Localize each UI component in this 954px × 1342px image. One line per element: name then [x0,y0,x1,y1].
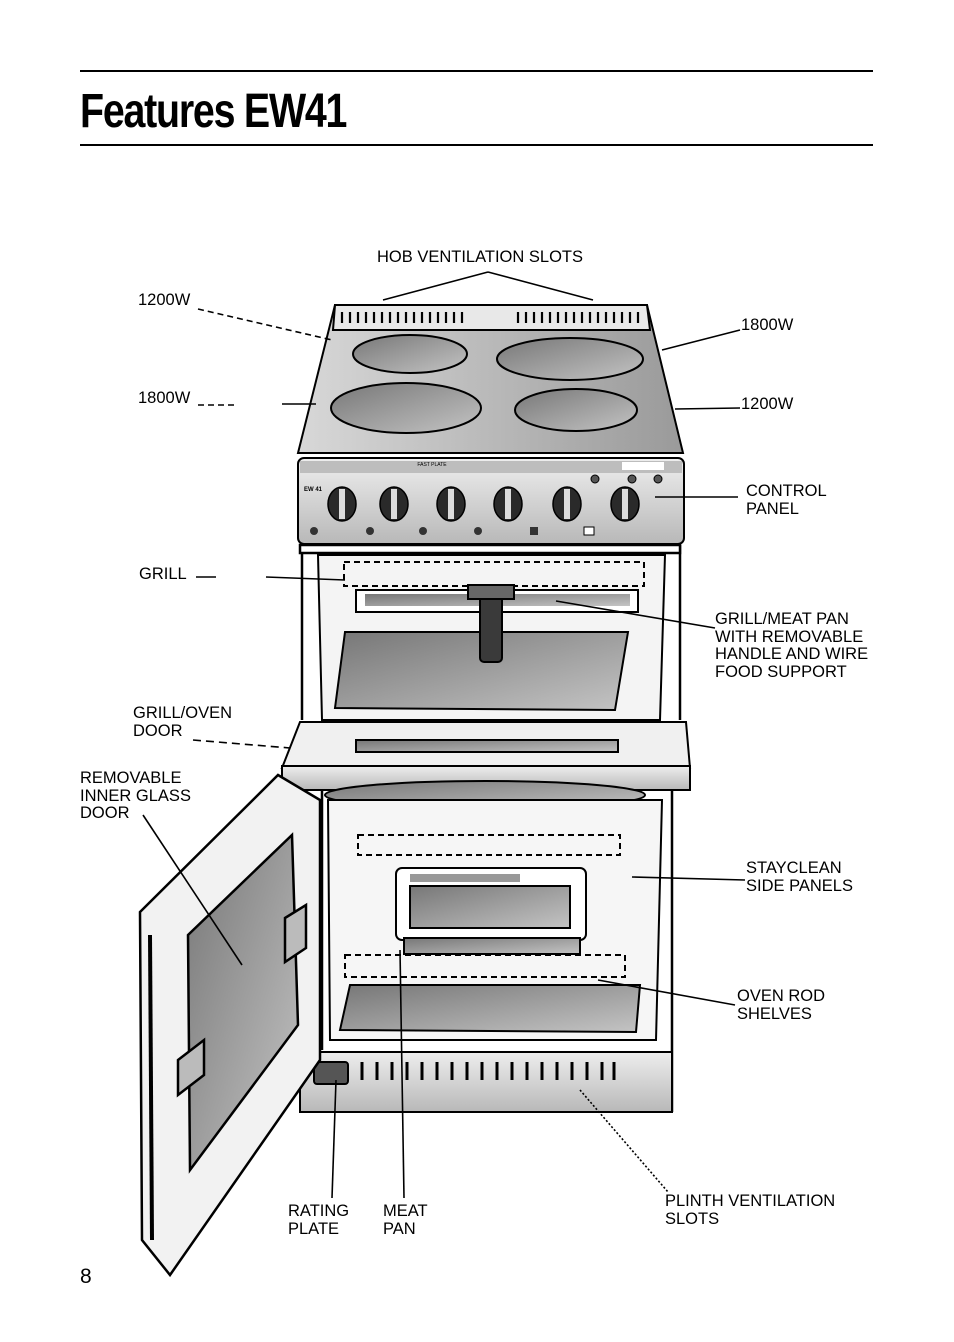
control-knobs [327,486,640,522]
control-panel-model: EW 41 [304,487,323,493]
label-rating-plate: RATING PLATE [288,1202,350,1238]
label-hob-left-rear-wattage: 1200W [138,291,191,309]
page-number: 8 [80,1265,92,1288]
control-panel [297,457,685,545]
label-plinth-ventilation-slots: PLINTH VENTILATION SLOTS [665,1192,836,1228]
oven-compartment [326,799,664,1041]
label-hob-ventilation-slots: HOB VENTILATION SLOTS [377,248,583,266]
label-removable-inner-glass-door: REMOVABLE INNER GLASS DOOR [80,769,191,822]
label-grill-oven-door: GRILL/OVEN DOOR [133,704,233,740]
hotplate-right-rear [496,337,644,381]
hotplate-left-rear [352,334,468,374]
hob-ventilation-slots [340,312,640,323]
label-stayclean-side-panels: STAYCLEAN SIDE PANELS [746,859,853,895]
oven-door [138,773,322,1278]
hob [296,304,685,454]
label-hob-right-rear-wattage: 1800W [741,316,794,334]
label-grill-meat-pan: GRILL/MEAT PAN WITH REMOVABLE HANDLE AND… [715,610,869,681]
label-oven-rod-shelves: OVEN ROD SHELVES [737,987,826,1023]
grill-door [280,721,692,810]
label-hob-right-front-wattage: 1200W [741,395,794,413]
plinth-ventilation-slots [360,1062,616,1080]
control-panel-fast-plate: FAST PLATE [417,462,447,468]
label-meat-pan: MEAT PAN [383,1202,428,1238]
label-grill: GRILL [139,565,187,583]
plinth [299,1051,673,1113]
hotplates [330,334,644,434]
hotplate-right-front [514,388,638,432]
grill-compartment [316,554,667,721]
hotplate-left-front [330,382,482,434]
label-control-panel: CONTROL PANEL [746,482,827,518]
leader-lines [142,271,746,1199]
top-rule [80,70,873,72]
knob-symbols [310,526,595,536]
title-underline [80,144,873,146]
page-title: Features EW41 [80,85,347,138]
indicator-lights [590,474,663,484]
label-hob-left-front-wattage: 1800W [138,389,191,407]
